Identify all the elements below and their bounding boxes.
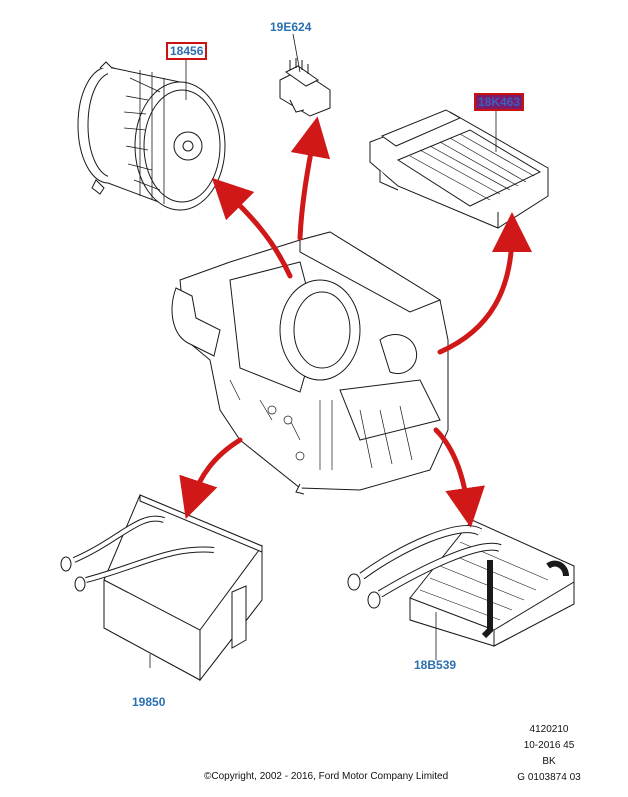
ref-line-1: 4120210: [529, 724, 569, 735]
copyright-text: ©Copyright, 2002 - 2016, Ford Motor Comp…: [204, 771, 449, 782]
blower-motor-drawing[interactable]: [77, 61, 226, 211]
ref-line-4: G 0103874 03: [517, 772, 581, 783]
evaporator-core-drawing[interactable]: [60, 494, 263, 682]
ref-line-3: BK: [542, 756, 556, 767]
leader-lines: [149, 33, 497, 668]
heater-core-drawing[interactable]: [347, 519, 575, 647]
ref-line-2: 10-2016 45: [523, 740, 575, 751]
part-label-blower-resistor[interactable]: 19E624: [270, 20, 312, 34]
part-label-evaporator-core[interactable]: 19850: [132, 695, 166, 709]
ptc-heater-drawing[interactable]: [369, 109, 549, 229]
hvac-housing-drawing[interactable]: [171, 231, 449, 495]
part-label-ptc-heater[interactable]: 18K463: [474, 93, 525, 111]
explosion-arrows: [179, 116, 532, 528]
part-label-blower-motor[interactable]: 18456: [166, 42, 208, 60]
blower-resistor-drawing[interactable]: [279, 58, 331, 117]
part-label-heater-core[interactable]: 18B539: [414, 658, 457, 672]
reference-block: 4120210 10-2016 45 BK G 0103874 03: [514, 722, 584, 786]
